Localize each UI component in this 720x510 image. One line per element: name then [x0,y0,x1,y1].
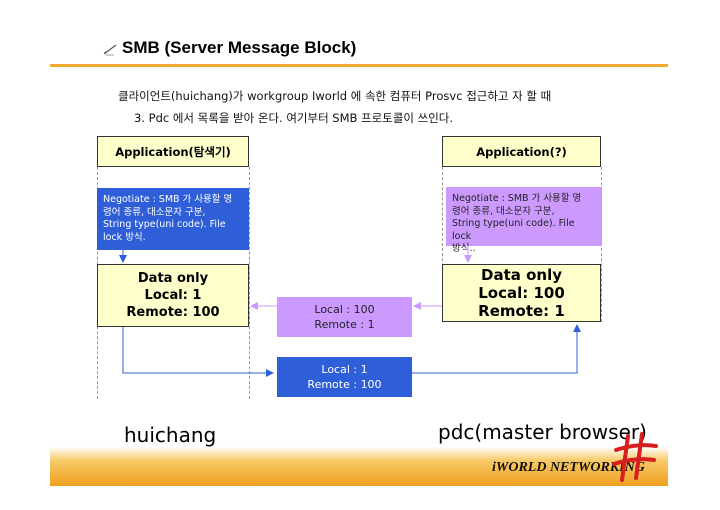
left-host-label: huichang [124,423,217,447]
right-application-box: Application(?) [442,136,601,167]
note-line: String type(uni code). File [103,219,226,230]
brand-wordmark: iWORLD NETWORKING [492,460,645,475]
data-line: Remote: 100 [126,305,220,320]
note-line: 령어 종류, 대소문자 구분, [452,205,555,217]
response-message-box: Local : 100 Remote : 1 [277,297,412,337]
message-line: Remote : 1 [314,318,375,331]
right-host-label: pdc(master browser) [438,420,647,444]
message-line: Local : 1 [321,363,368,376]
note-line: Negotiate : SMB 가 사용할 명 [103,194,233,205]
right-data-box: Data only Local: 100 Remote: 1 [442,264,601,322]
left-negotiate-note: Negotiate : SMB 가 사용할 명 령어 종류, 대소문자 구분, … [97,188,249,250]
note-line: String type(uni code). File lock [452,218,575,242]
hash-logo-icon [612,432,658,482]
note-line: lock 방식. [103,231,146,243]
request-arrow-out [412,324,581,374]
note-line: 령어 종류, 대소문자 구분, [103,206,206,218]
title-divider [50,64,668,67]
data-line: Local: 100 [478,284,565,302]
intro-line-1: 클라이언트(huichang)가 workgroup Iworld 에 속한 컴… [118,89,552,103]
page-title: SMB (Server Message Block) [122,38,357,57]
note-line: Negotiate : SMB 가 사용할 명 [452,193,582,204]
intro-line-2: 3. Pdc 에서 목록을 받아 온다. 여기부터 SMB 프로토콜이 쓰인다. [134,111,454,125]
data-line: Remote: 1 [478,302,565,320]
footer-band [50,430,668,486]
right-application-label: Application(?) [476,144,567,159]
right-negotiate-note: Negotiate : SMB 가 사용할 명 령어 종류, 대소문자 구분, … [446,187,602,254]
pen-icon [103,44,117,56]
data-line: Local: 1 [144,288,202,303]
left-application-label: Application(탐색기) [115,144,231,159]
data-line: Data only [481,266,562,284]
note-line: 방식.. [452,243,476,254]
left-data-box: Data only Local: 1 Remote: 100 [97,264,249,327]
data-line: Data only [137,271,209,286]
request-arrow-in [122,327,274,377]
left-application-box: Application(탐색기) [97,136,249,167]
request-message-box: Local : 1 Remote : 100 [277,357,412,397]
message-line: Remote : 100 [307,378,382,391]
message-line: Local : 100 [314,303,375,316]
